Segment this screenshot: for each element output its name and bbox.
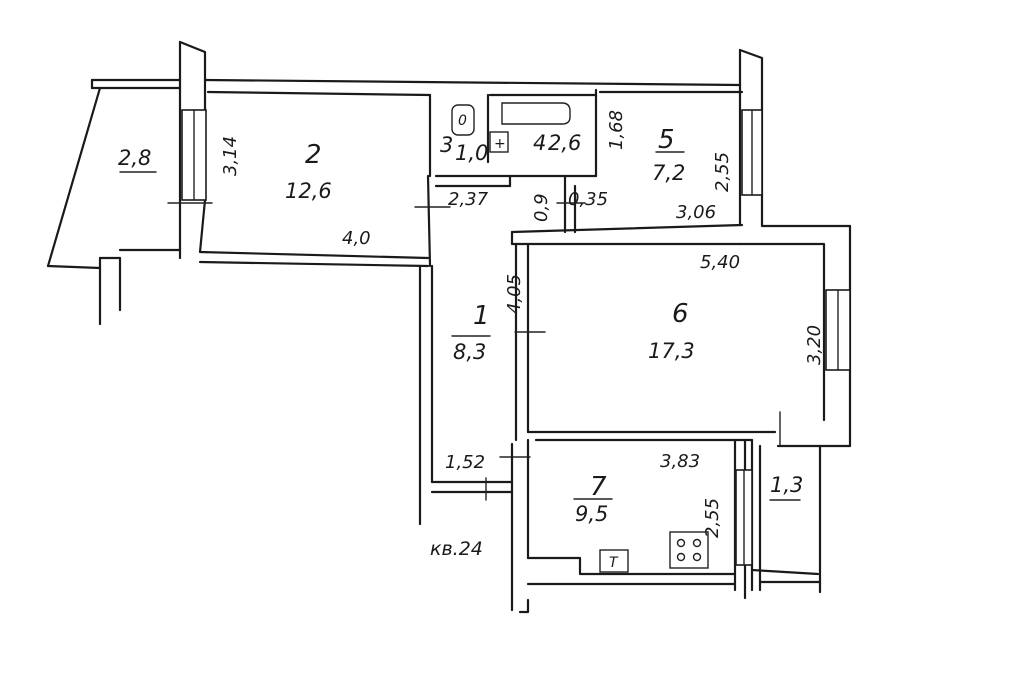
dim-kitchen-height: 2,55 bbox=[702, 498, 723, 538]
sink-fixture bbox=[489, 131, 509, 153]
toilet-glyph: 0 bbox=[458, 113, 467, 129]
room-6-number: 6 bbox=[672, 299, 689, 329]
room-3-number: 3 bbox=[440, 133, 453, 157]
room-1-area: 8,3 bbox=[453, 340, 486, 364]
dim-room6-height: 3,20 bbox=[804, 325, 825, 365]
room-6-area: 17,3 bbox=[648, 339, 695, 363]
dim-corridor-lower: 1,52 bbox=[445, 452, 485, 473]
dim-corridor-upper: 2,37 bbox=[448, 189, 489, 210]
room-1-number: 1 bbox=[473, 301, 490, 331]
room-4-area: 2,6 bbox=[548, 131, 581, 155]
room-2-number: 2 bbox=[305, 140, 322, 170]
dim-room2-width: 4,0 bbox=[342, 228, 371, 249]
room-6-walls bbox=[514, 224, 852, 448]
room-4-number: 4 bbox=[533, 131, 546, 155]
fridge-fixture bbox=[599, 549, 629, 573]
apartment-label: кв.24 bbox=[430, 538, 483, 560]
loggia-right-area: 1,3 bbox=[770, 473, 803, 497]
room-5-number: 5 bbox=[658, 125, 675, 155]
room-2-walls bbox=[118, 40, 742, 268]
dim-hall-small-2: 0,35 bbox=[568, 189, 608, 210]
dim-room6-top: 5,40 bbox=[700, 252, 740, 273]
room-5-walls bbox=[510, 48, 852, 246]
room-3-walls bbox=[451, 93, 490, 164]
dim-room2-height: 3,14 bbox=[220, 136, 241, 176]
fridge-glyph: T bbox=[609, 555, 619, 571]
room-7-number: 7 bbox=[590, 472, 607, 502]
room-7-area: 9,5 bbox=[575, 502, 608, 526]
loggia-right bbox=[750, 438, 822, 594]
toilet-fixture bbox=[451, 104, 475, 136]
bathtub-fixture bbox=[501, 102, 571, 125]
balcony-left-area: 2,8 bbox=[118, 146, 151, 170]
dim-room1-length: 4,05 bbox=[504, 274, 525, 314]
room-4-walls bbox=[488, 88, 598, 178]
dim-bath-width: 1,68 bbox=[606, 110, 627, 150]
hall-walls bbox=[508, 174, 586, 234]
dim-kitchen-width: 3,83 bbox=[660, 451, 700, 472]
sink-glyph: + bbox=[494, 136, 506, 152]
dim-room5-width: 3,06 bbox=[676, 202, 716, 223]
room-2-area: 12,6 bbox=[285, 179, 332, 203]
balcony-left bbox=[46, 78, 182, 326]
room-1-walls bbox=[414, 93, 598, 526]
stove-fixture bbox=[669, 531, 709, 569]
dim-hall-small: 0,9 bbox=[531, 193, 552, 222]
room-7-walls bbox=[510, 438, 753, 614]
room-3-area: 1,0 bbox=[455, 141, 488, 165]
dim-room5-height: 2,55 bbox=[712, 152, 733, 192]
room-5-area: 7,2 bbox=[652, 161, 685, 185]
